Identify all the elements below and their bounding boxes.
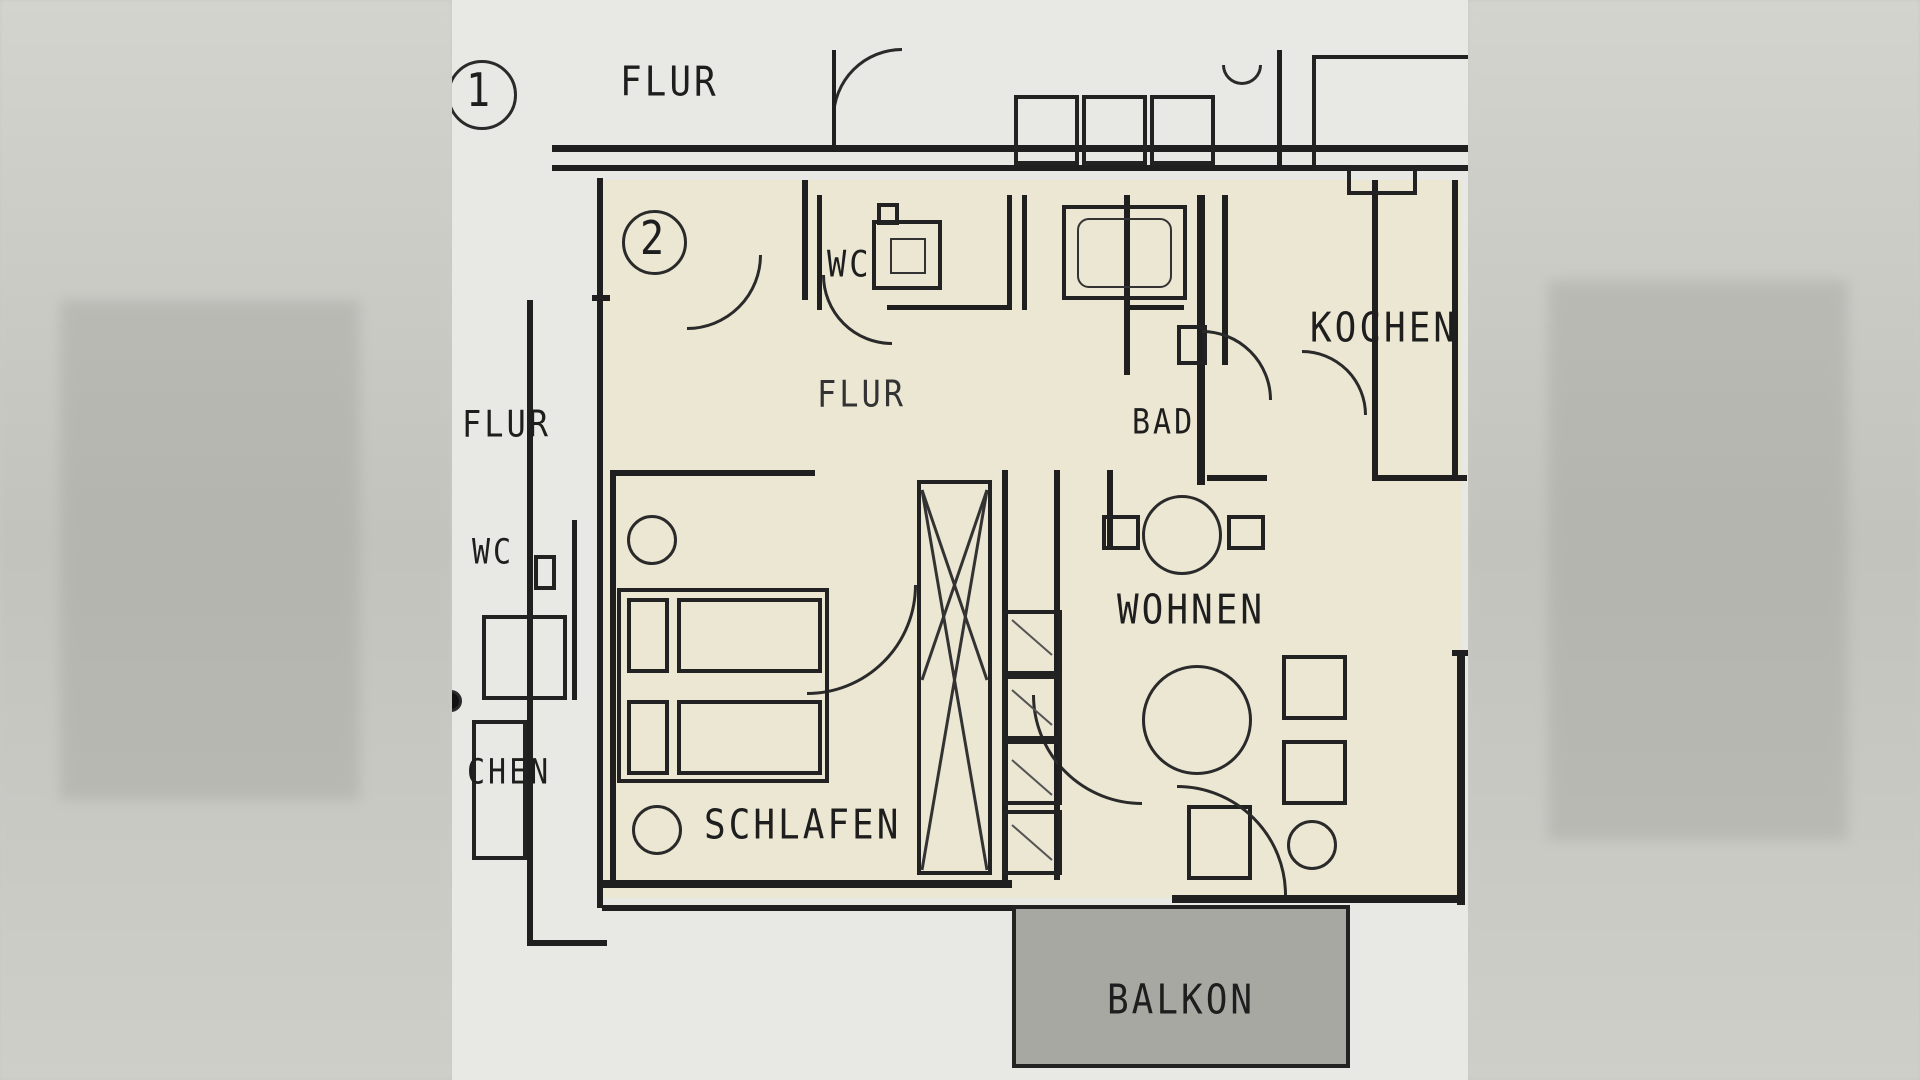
marker-2-label: 2 [640,212,668,266]
wall [552,145,1468,152]
room-label-bad: BAD [1132,402,1196,443]
balkon-area [1012,905,1350,1068]
room-label-wc-left: WC [472,532,515,573]
room-label-balkon: BALKON [1107,976,1256,1025]
marker-2 [622,210,687,275]
room-label-flur-left: FLUR [462,402,552,446]
blurred-background-right [1468,0,1920,1080]
room-label-wc-main: WC [827,242,872,286]
closet [917,480,992,875]
floor-plan: 1 2 [452,0,1468,1080]
room-label-flur-top: FLUR [620,58,719,107]
room-label-kochen-left: CHEN [467,752,552,793]
room-label-flur-main: FLUR [817,372,907,416]
room-label-wohnen: WOHNEN [1117,586,1266,635]
room-label-kochen: KOCHEN [1310,304,1459,353]
double-bed [617,588,829,783]
closet-cross-lines [920,489,1053,871]
dining-table [1142,495,1222,575]
marker-1-label: 1 [466,64,494,118]
room-label-schlafen: SCHLAFEN [704,801,902,850]
marker-1 [452,60,517,130]
bathtub [1062,205,1187,300]
blurred-background-left [0,0,452,1080]
